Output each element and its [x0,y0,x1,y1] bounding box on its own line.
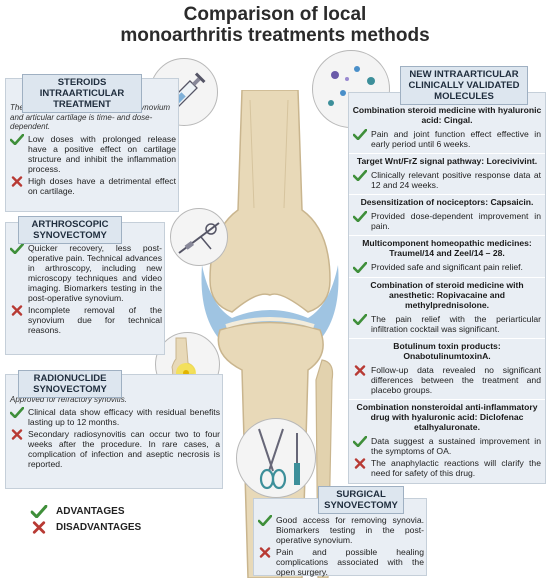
radionuclide-disadvantage: Secondary radiosynovitis can occur two t… [10,429,220,469]
arthroscope-circle [170,208,228,266]
surgical-header: SURGICAL SYNOVECTOMY [318,486,404,514]
cross-icon [30,521,48,534]
arthroscopic-panel: Quicker recovery, less post-operative pa… [5,222,165,355]
molecule-section-title: Combination nonsteroidal anti-inflammato… [349,399,545,434]
check-icon [353,211,367,222]
molecule-section-title: Target Wnt/FrZ signal pathway: Loreciviv… [349,153,545,168]
arthroscopic-header: ARTHROSCOPIC SYNOVECTOMY [18,216,122,244]
radionuclide-advantage: Clinical data show efficacy with residua… [10,406,220,427]
check-icon [10,407,24,418]
arthroscopic-advantage: Quicker recovery, less post-operative pa… [10,243,162,303]
check-icon [353,314,367,325]
surgical-scissors-icon [258,428,300,490]
check-icon [353,262,367,273]
surgical-disadvantage: Pain and possible healing complications … [258,547,424,577]
check-icon [30,505,48,518]
molecule-advantage: Pain and joint function effect effective… [349,129,545,149]
steroids-header: STEROIDS INTRAARTICULAR TREATMENT [22,74,142,113]
legend-disadvantages: DISADVANTAGES [30,521,141,534]
molecule-advantage: Clinically relevant positive response da… [349,170,545,190]
check-icon [353,129,367,140]
molecule-advantage: Provided dose-dependent improvement in p… [349,211,545,231]
cross-icon [353,458,367,469]
check-icon [10,243,24,254]
molecule-disadvantage: The anaphylactic reactions will clarify … [349,458,545,478]
radionuclide-header: RADIONUCLIDE SYNOVECTOMY [18,370,122,398]
legend-advantages: ADVANTAGES [30,505,125,518]
title-line-2: monoarthritis treatments methods [120,25,430,46]
steroids-disadvantage: High doses have a detrimental effect on … [10,176,176,196]
check-icon [10,134,24,145]
surgical-scissors-circle [236,418,316,498]
molecule-advantage: Provided safe and significant pain relie… [349,262,545,273]
cross-icon [10,429,24,440]
cross-icon [258,547,272,558]
check-icon [258,515,272,526]
title-line-1: Comparison of local [183,4,367,25]
page-title: Comparison of local monoarthritis treatm… [0,4,550,46]
molecule-section-title: Botulinum toxin products: Onabotulinumto… [349,338,545,363]
molecules-header: NEW INTRAARTICULAR CLINICALLY VALIDATED … [400,66,528,105]
check-icon [353,436,367,447]
molecule-section-title: Combination steroid medicine with hyalur… [352,105,542,125]
surgical-advantage: Good access for removing synovia. Biomar… [258,515,424,545]
molecule-section-title: Combination of steroid medicine with ane… [349,277,545,312]
cross-icon [10,176,24,187]
molecule-section-title: Desensitization of nociceptors: Capsaici… [349,194,545,209]
cross-icon [10,305,24,316]
molecule-disadvantage: Follow-up data revealed no significant d… [349,365,545,395]
arthroscope-icon [178,222,220,254]
molecule-advantage: Data suggest a sustained improvement in … [349,436,545,456]
steroids-advantage: Low doses with prolonged release have a … [10,133,176,174]
check-icon [353,170,367,181]
radionuclide-intro: Approved for refractory synovitis. [10,395,127,404]
cross-icon [353,365,367,376]
molecule-advantage: The pain relief with the periarticular i… [349,314,545,334]
molecules-panel: Combination steroid medicine with hyalur… [348,92,546,484]
molecule-section-title: Multicomponent homeopathic medicines: Tr… [349,235,545,260]
arthroscopic-disadvantage: Incomplete removal of the synovium due f… [10,305,162,335]
